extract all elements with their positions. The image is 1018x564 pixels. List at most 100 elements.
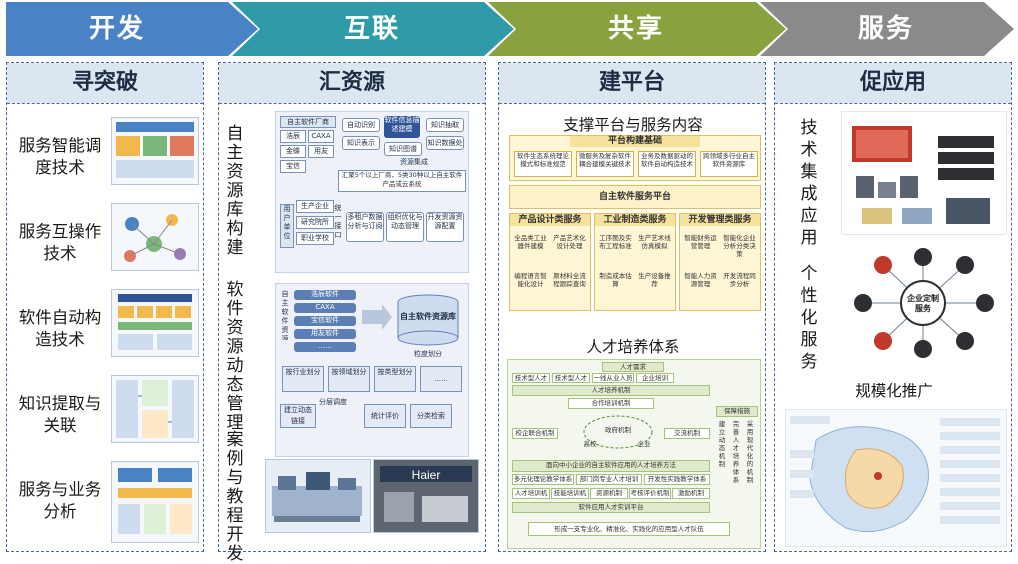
- talent-goal-bar: 形成一支专业化、精准化、实践化的应用型人才队伍: [528, 522, 730, 536]
- talent-method: 多元化理论教学体系: [512, 474, 574, 485]
- mid-chip: 多租户数据分析与订阅: [346, 212, 384, 242]
- foundation-head: 平台构建基础: [570, 136, 700, 147]
- vertical-label: 个性化服务: [800, 264, 818, 372]
- bottom-chip: 统计评价: [364, 404, 406, 428]
- step-chip: 知识图谱: [384, 142, 422, 156]
- talent-mech-item: 资源机制: [590, 488, 628, 499]
- service-chip: 产品艺术化设计处理: [553, 234, 586, 250]
- mid-chip: 开发资源资源配置: [426, 212, 464, 242]
- vendors-title: 自主软件厂商: [280, 116, 336, 128]
- talent-system-diagram: 人才需求 技术型人才 技术型人才 一线从业人员 企业培训 人才培养机制 合作培训…: [507, 359, 761, 549]
- promotion-subtitle: 规模化推广: [855, 382, 933, 400]
- column-title: 促应用: [775, 63, 1011, 104]
- service-chip: 全品类工业器件建模: [514, 234, 547, 250]
- integration-label: 资源集成: [400, 158, 428, 166]
- column-title: 汇资源: [219, 63, 485, 104]
- talent-coop-bar: 合作培训机制: [568, 398, 654, 409]
- step-chip: 知识抽取: [426, 118, 464, 132]
- mid-chip: 组织优化与动态管理: [386, 212, 424, 242]
- diagram-thumbnail: [111, 289, 199, 357]
- column-title: 寻突破: [7, 63, 203, 104]
- talent-mech-bar: 人才培养机制: [512, 385, 710, 396]
- step-chip: 知识数据处理: [426, 136, 464, 150]
- talent-subtitle: 人才培养体系: [586, 338, 680, 356]
- talent-node: 交流机制: [664, 428, 710, 439]
- promotion-map: [785, 409, 1007, 547]
- column-resources: 汇资源 自主资源库构建 软件资源动态管理 案例与教程开发 自主软件厂商 浩辰 C…: [218, 62, 486, 564]
- merge-banner: 汇聚5个以上厂商，5类30种以上自主软件产品或云系统: [338, 170, 466, 192]
- bucket-chip: 按类型划分: [374, 366, 416, 392]
- vendor-chip: CAXA: [308, 130, 334, 143]
- talent-platform-bar: 软件应用人才实训平台: [512, 502, 710, 513]
- vendor-chip: 浩辰: [280, 130, 306, 143]
- service-chip: 生产设备推荐: [638, 272, 671, 288]
- service-group-head: 产品设计类服务: [510, 214, 590, 226]
- column-breakthrough: 寻突破 服务智能调度技术 服务互操作技术 软件自动构造技术 知识提取与关联 服务…: [6, 62, 204, 552]
- talent-top-chip: 技术型人才: [552, 373, 590, 383]
- service-chip: 工序图及实布工程标准: [599, 234, 632, 250]
- service-chip: 生产艺术线仿真模拟: [638, 234, 671, 250]
- granularity-label: 粒度划分: [414, 350, 442, 358]
- service-group: 工业制造类服务 工序图及实布工程标准 生产艺术线仿真模拟 制造成本估算 生产设备…: [594, 213, 676, 311]
- service-chip: 智能财务运营管理: [684, 234, 717, 250]
- banner-share-label: 共享: [607, 14, 664, 44]
- svg-text:Haier: Haier: [412, 468, 441, 482]
- service-platform-bar: 自主软件服务平台: [509, 185, 761, 209]
- service-group: 开发管理类服务 智能财务运营管理 智能化企业分析分类决策 智能人力资源管理 开发…: [679, 213, 761, 311]
- service-chip: 制造成本估算: [599, 272, 632, 288]
- item-label: 服务智能调度技术: [18, 136, 102, 177]
- factory-photo: Haier: [373, 459, 479, 533]
- banner-connect-label: 互联: [343, 14, 400, 44]
- service-group: 产品设计类服务 全品类工业器件建模 产品艺术化设计处理 编程语言智能化设计 原材…: [509, 213, 591, 311]
- banner-service: 服务: [760, 2, 1014, 56]
- user-chip: 职业学校: [296, 232, 334, 245]
- guarantee-text: 建立动态机制: [718, 420, 726, 468]
- guarantee-head: 保障措施: [716, 406, 758, 417]
- guarantee-text: 完善人才培养体系: [732, 420, 740, 484]
- talent-top-chip: 企业培训: [636, 373, 674, 383]
- service-group-head: 工业制造类服务: [595, 214, 675, 226]
- talent-method: 开发性实践教学体系: [644, 474, 710, 485]
- source-chip: CAXA: [294, 303, 356, 313]
- talent-mech-item: 人才培训机制: [512, 488, 550, 499]
- diagram-thumbnail: [111, 203, 199, 271]
- foundation-chip: 跨领域多行业自主软件资源库: [700, 151, 758, 177]
- vendor-chip: 宝信: [280, 160, 306, 173]
- link-chip: 建立动态链接: [280, 404, 316, 428]
- talent-mech-item: 激励机制: [672, 488, 710, 499]
- platform-subtitle: 支撑平台与服务内容: [563, 116, 703, 134]
- foundation-chip: 微服务及复杂软件耦合建模关键技术: [576, 151, 634, 177]
- bucket-chip: ……: [420, 366, 462, 392]
- talent-top-chip: 一线从业人员: [592, 373, 634, 383]
- bottom-chip: 分类检索: [410, 404, 452, 428]
- foundation-chip: 软件生态系统理论模式和标准规范: [514, 151, 572, 177]
- hub-label: 企业定制服务: [907, 294, 939, 313]
- repo-label: 自主软件资源库: [400, 312, 456, 321]
- talent-mech-item: 考核评价机制: [629, 488, 671, 499]
- talent-top-chip: 人才需求: [602, 362, 664, 372]
- talent-node: 企业: [637, 440, 651, 448]
- talent-mech-item: 技能培训机制: [551, 488, 589, 499]
- source-chip: 用友软件: [294, 329, 356, 339]
- bucket-chip: 按行业划分: [282, 366, 324, 392]
- vertical-label: 案例与教程开发: [226, 430, 244, 564]
- source-chip: 浩辰软件: [294, 290, 356, 300]
- item-label: 软件自动构造技术: [18, 308, 102, 349]
- user-chip: 研究院所: [296, 216, 334, 229]
- layered-label: 分层调度: [319, 398, 347, 406]
- foundation-box: 平台构建基础 软件生态系统理论模式和标准规范 微服务及复杂软件耦合建模关键技术 …: [509, 135, 761, 181]
- talent-top-chip: 技术型人才: [512, 373, 550, 383]
- vendor-chip: 用友: [308, 145, 334, 158]
- custom-service-hub: 企业定制服务: [841, 245, 1005, 361]
- banner-dev: 开发: [6, 2, 258, 56]
- vertical-label: 技术集成应用: [800, 118, 818, 248]
- talent-program-bar: 面向中小企业的自主软件应用的人才培养方法: [512, 460, 710, 472]
- training-lab-photo: [265, 459, 371, 533]
- repo-cylinder: 自主软件资源库: [396, 294, 460, 346]
- bucket-chip: 按领域划分: [328, 366, 370, 392]
- diagram-thumbnail: [111, 375, 199, 443]
- service-chip: 编程语言智能化设计: [514, 272, 547, 288]
- talent-method: 部门岗专业人才培训体系: [576, 474, 642, 485]
- vendor-chip: 金蝶: [280, 145, 306, 158]
- banner-connect: 互联: [232, 2, 514, 56]
